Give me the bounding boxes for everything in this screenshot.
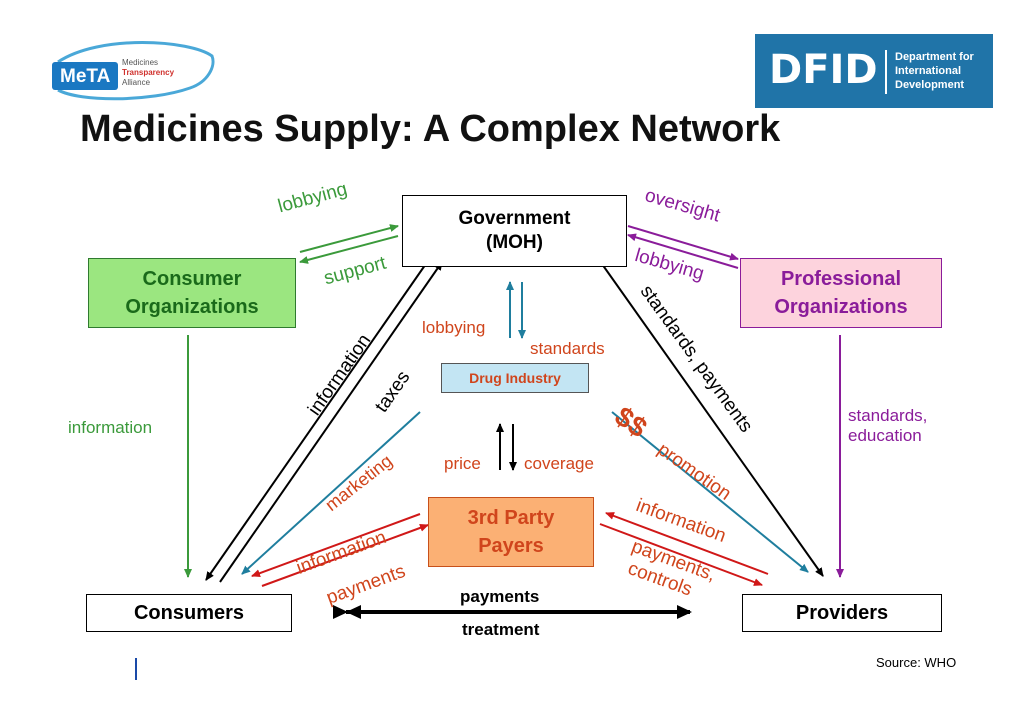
third-party-line-2: Payers [478, 535, 544, 557]
label-lobbying-center: lobbying [422, 318, 486, 337]
meta-logo-swoosh [52, 41, 215, 101]
arrow-lobbying-to-government-right [627, 233, 739, 269]
third-party-line-1: 3rd Party [467, 507, 555, 529]
arrow-payments-payer-to-providers [599, 523, 763, 586]
arrow-taxes-to-government [219, 261, 443, 583]
drug-industry-node: Drug Industry [441, 363, 589, 393]
arrow-information-to-consumers [205, 257, 431, 581]
label-treatment-bottom: treatment [462, 620, 540, 639]
drug-industry-label: Drug Industry [469, 370, 561, 386]
arrow-standards-payments-to-providers [601, 263, 824, 577]
page-title: Medicines Supply: A Complex Network [80, 108, 781, 150]
arrow-promotion-to-providers [611, 411, 809, 573]
meta-line-2: Transparency [122, 68, 175, 77]
arrow-support-to-consumer-orgs [299, 235, 399, 264]
dfid-line-2: International [895, 65, 962, 77]
government-line-2: (MOH) [486, 232, 543, 253]
dfid-logo: DFID Department for International Develo… [755, 34, 993, 108]
consumers-label: Consumers [133, 601, 245, 624]
dfid-line-1: Department for [895, 51, 974, 63]
meta-logo: MeTA Medicines Transparency Alliance [40, 36, 220, 106]
label-standards-education-2: education [848, 426, 922, 445]
label-standards-center: standards [530, 339, 605, 358]
source-note: Source: WHO [876, 655, 957, 670]
meta-line-3: Alliance [122, 78, 151, 87]
label-standards-education-1: standards, [848, 406, 928, 425]
consumers-node: Consumers [86, 594, 292, 632]
professional-orgs-line-2: Organizations [774, 296, 908, 318]
label-information-left: information [68, 418, 153, 437]
dfid-abbr: DFID [769, 47, 878, 93]
arrow-information-providers-to-payer [605, 512, 769, 575]
label-price: price [444, 454, 481, 473]
meta-line-1: Medicines [122, 58, 159, 67]
government-line-1: Government [458, 208, 571, 229]
professional-orgs-line-1: Professional [780, 268, 902, 290]
arrow-oversight-to-professional [627, 225, 739, 261]
arrow-information-payer-to-consumers [251, 513, 421, 577]
dfid-line-3: Development [895, 79, 965, 91]
third-party-payers-node: 3rd Party Payers [428, 497, 594, 567]
arrow-lobbying-to-government [299, 224, 399, 253]
arrow-payments-consumers-to-payer [261, 524, 429, 587]
government-node: Government (MOH) [402, 195, 627, 267]
consumer-organizations-node: Consumer Organizations [88, 258, 296, 328]
arrow-marketing-to-consumers [241, 411, 421, 575]
meta-abbr: MeTA [60, 66, 111, 87]
consumer-orgs-line-2: Organizations [125, 296, 259, 318]
professional-organizations-node: Professional Organizations [740, 258, 942, 328]
providers-label: Providers [795, 601, 889, 624]
providers-node: Providers [742, 594, 942, 632]
label-coverage: coverage [524, 454, 594, 473]
consumer-orgs-line-1: Consumer [142, 268, 242, 290]
label-payments-bottom: payments [460, 587, 540, 606]
